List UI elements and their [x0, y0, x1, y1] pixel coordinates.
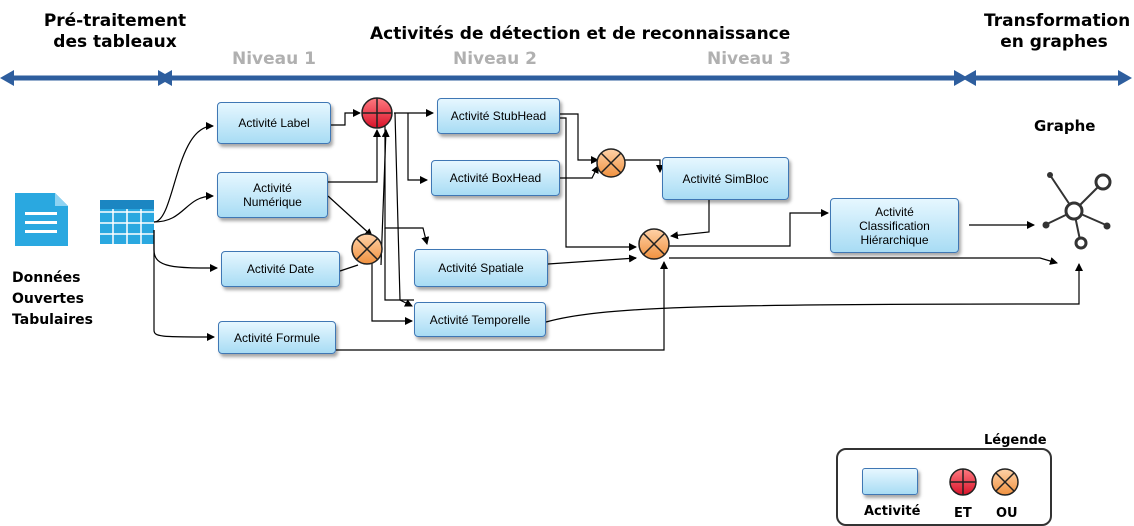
phase-preprocessing-line1: Pré-traitement	[43, 11, 187, 31]
or-gate-date	[351, 233, 383, 265]
activity-classification[interactable]: Activité Classification Hiérarchique	[830, 198, 959, 253]
activity-spatiale-text: Activité Spatiale	[438, 261, 524, 275]
activity-date[interactable]: Activité Date	[221, 251, 340, 287]
phase-arrow-transformation	[962, 70, 1132, 86]
legend-and-icon	[949, 468, 977, 496]
phase-arrow-detection	[158, 70, 968, 86]
activity-spatiale[interactable]: Activité Spatiale	[414, 249, 548, 287]
activity-stubhead-text: Activité StubHead	[450, 109, 547, 123]
activity-simbloc-text: Activité SimBloc	[682, 171, 769, 186]
legend-activity-label: Activité	[864, 504, 921, 519]
activity-label-text: Activité Label	[238, 116, 310, 130]
level-1: Niveau 1	[232, 49, 316, 69]
legend-or-icon	[991, 468, 1019, 496]
activity-formule[interactable]: Activité Formule	[218, 321, 336, 354]
or-gate-classification	[638, 228, 670, 260]
legend-title: Légende	[984, 433, 1047, 448]
or-gate-headers	[596, 148, 626, 178]
source-label-line3: Tabulaires	[12, 312, 93, 328]
phase-arrow-preprocessing	[0, 70, 172, 86]
activity-label[interactable]: Activité Label	[217, 102, 331, 144]
document-icon	[15, 193, 68, 246]
activity-classification-line1: Activité	[875, 204, 914, 219]
phase-transformation-line2: en graphes	[1000, 32, 1108, 52]
activity-date-text: Activité Date	[246, 262, 315, 276]
level-2: Niveau 2	[453, 49, 537, 69]
activity-classification-text: Activité Classification Hiérarchique	[859, 205, 930, 247]
activity-classification-line2: Classification	[859, 218, 930, 233]
activity-numerique-line2: Numérique	[243, 195, 302, 209]
phase-detection-title: Activités de détection et de reconnaissa…	[370, 24, 791, 44]
output-label: Graphe	[1034, 117, 1096, 135]
legend-or-label: OU	[996, 506, 1018, 521]
and-gate	[361, 97, 393, 129]
legend-activity-swatch	[862, 468, 918, 495]
activity-numerique[interactable]: Activité Numérique	[217, 172, 328, 218]
activity-boxhead[interactable]: Activité BoxHead	[431, 160, 560, 196]
legend-box	[836, 448, 1052, 526]
phase-preprocessing-title: Pré-traitement des tableaux	[40, 11, 190, 53]
activity-simbloc[interactable]: Activité SimBloc	[662, 157, 789, 200]
source-label-line1: Données	[12, 270, 81, 286]
level-3: Niveau 3	[707, 49, 791, 69]
graph-icon	[1042, 172, 1112, 250]
phase-preprocessing-line2: des tableaux	[53, 32, 177, 52]
activity-numerique-line1: Activité	[253, 181, 292, 195]
activity-temporelle[interactable]: Activité Temporelle	[414, 302, 546, 337]
source-label-line2: Ouvertes	[12, 291, 84, 307]
activity-temporelle-text: Activité Temporelle	[429, 312, 531, 327]
connections	[153, 109, 1083, 351]
activity-formule-text: Activité Formule	[233, 330, 321, 345]
activity-boxhead-text: Activité BoxHead	[449, 171, 542, 185]
activity-stubhead[interactable]: Activité StubHead	[437, 98, 560, 134]
table-icon	[100, 200, 154, 244]
activity-numerique-text: Activité Numérique	[243, 181, 302, 209]
phase-transformation-title: Transformation en graphes	[984, 11, 1131, 53]
source-label: Données Ouvertes Tabulaires	[12, 268, 93, 331]
activity-classification-line3: Hiérarchique	[860, 232, 929, 247]
phase-transformation-line1: Transformation	[984, 11, 1131, 31]
legend-and-label: ET	[954, 506, 972, 521]
